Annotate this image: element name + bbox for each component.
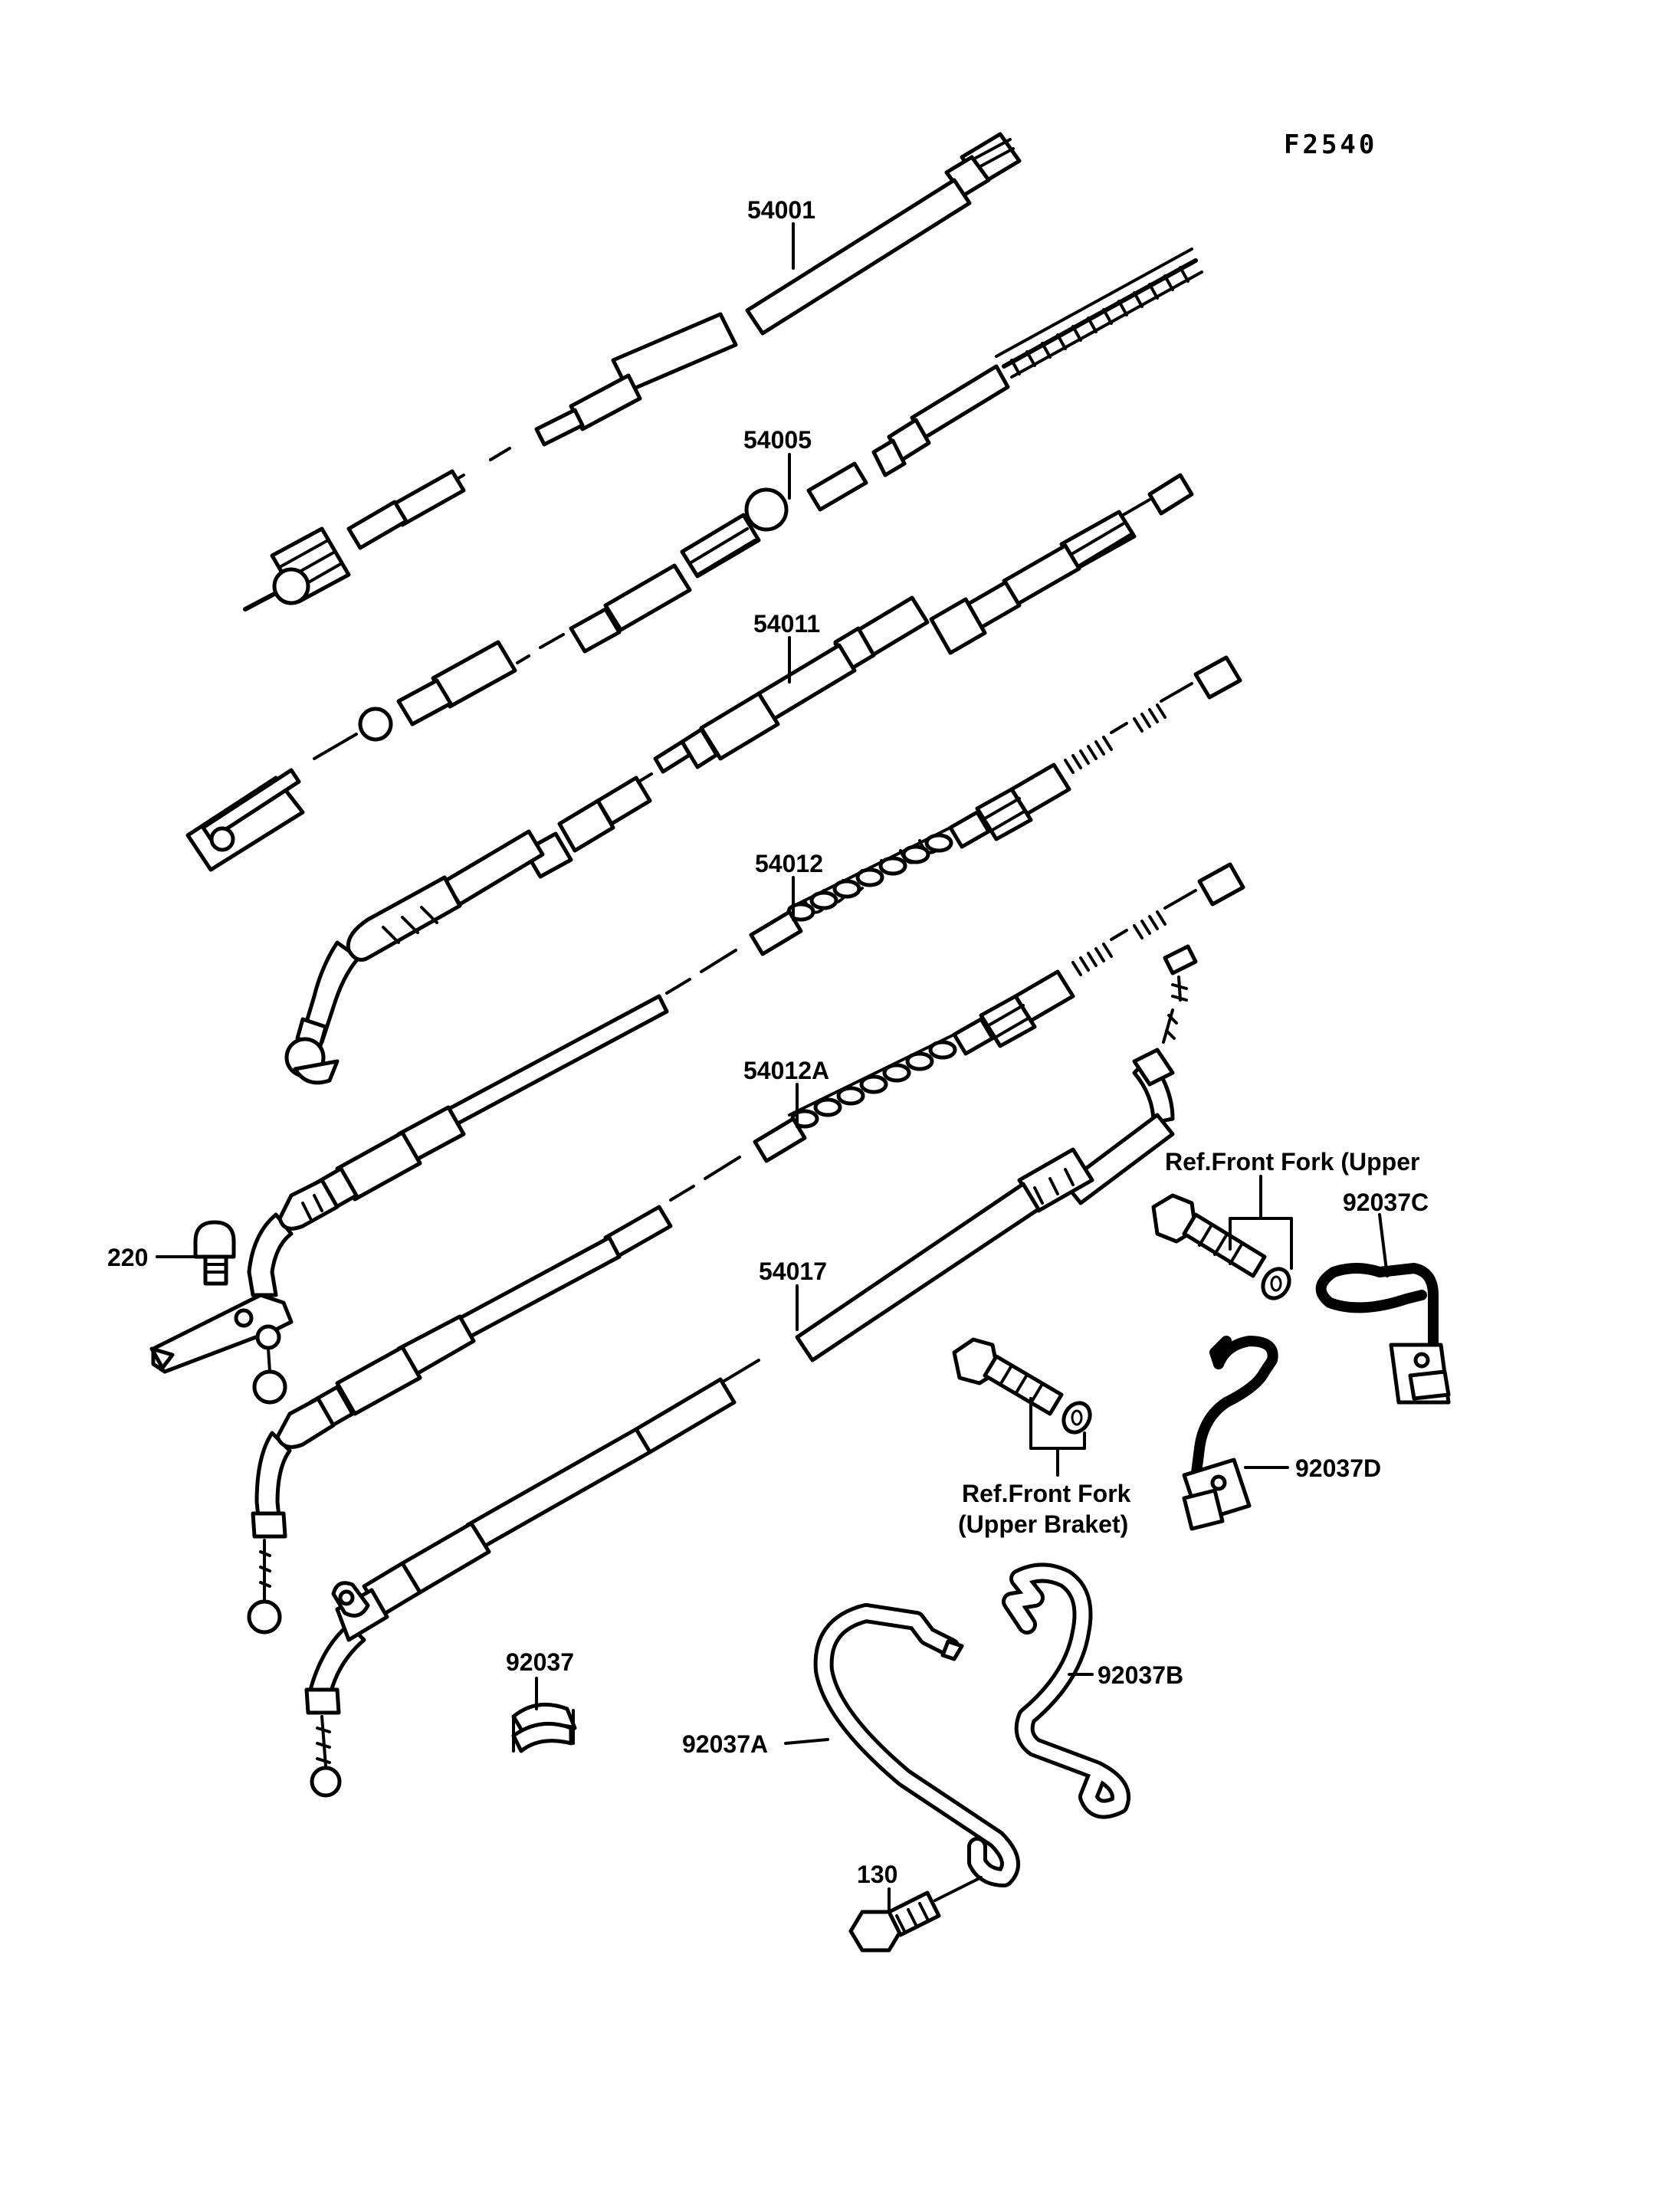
ref-bolt-upper (1151, 1193, 1291, 1300)
label-54011: 54011 (753, 610, 820, 638)
label-92037A: 92037A (682, 1730, 768, 1758)
cable-54001 (243, 132, 1022, 612)
bracket-92037D (1182, 1336, 1278, 1531)
leader-lines (156, 222, 1389, 1913)
label-54012A: 54012A (743, 1057, 829, 1084)
bolt-130 (848, 1890, 941, 1953)
ref-bolt-lower (952, 1337, 1092, 1435)
figure-code: F2540 (1284, 130, 1377, 160)
label-54005: 54005 (743, 426, 812, 454)
cable-54017 (304, 944, 1198, 1798)
cable-54005-assembly (185, 461, 868, 872)
label-54012: 54012 (755, 850, 823, 877)
ref-label-lower-line2: (Upper Braket) (958, 1510, 1128, 1538)
label-54001: 54001 (747, 196, 815, 224)
label-92037C: 92037C (1343, 1189, 1429, 1216)
cable-54012A (247, 862, 1245, 1635)
cable-54011 (284, 473, 1194, 1085)
clamp-92037 (511, 1702, 577, 1753)
ref-label-lower-line1: Ref.Front Fork (962, 1480, 1131, 1507)
label-130: 130 (857, 1861, 897, 1888)
ref-label-upper: Ref.Front Fork (Upper (1165, 1148, 1419, 1176)
label-92037B: 92037B (1098, 1661, 1183, 1689)
cable-54005 (871, 248, 1203, 477)
label-220: 220 (107, 1244, 148, 1271)
cable-54012 (149, 655, 1242, 1405)
label-54017: 54017 (759, 1258, 827, 1285)
label-92037: 92037 (506, 1648, 574, 1676)
bracket-92037A (813, 1603, 1020, 1887)
bracket-92037C (1315, 1263, 1451, 1405)
screw-220 (193, 1220, 236, 1286)
label-92037D: 92037D (1295, 1454, 1381, 1482)
bracket-92037B (1002, 1562, 1130, 1819)
